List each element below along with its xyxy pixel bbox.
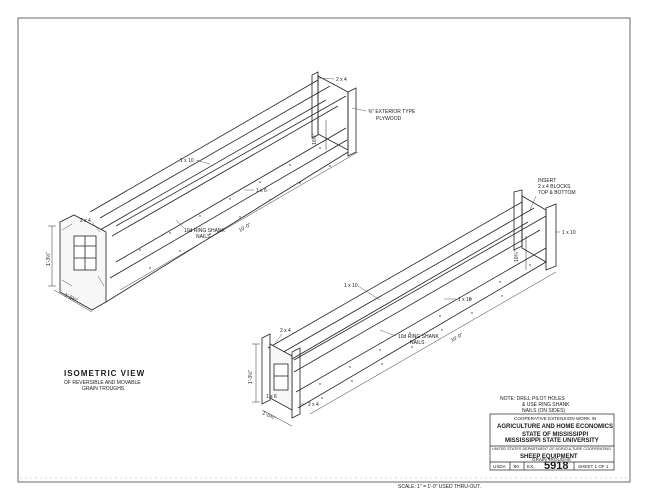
upper-label-nails-1: 10d RING SHANK	[184, 228, 226, 234]
tb-cell-usda: USDA	[493, 464, 507, 469]
upper-label-2x4-top: 2 x 4	[336, 77, 347, 83]
tb-line-2: AGRICULTURE AND HOME ECONOMICS	[497, 424, 613, 430]
upper-label-1x10: 1 x 10	[180, 158, 194, 164]
lower-label-1x6: 1 x 6	[266, 394, 277, 400]
lower-far-end-panel	[521, 195, 547, 263]
upper-label-nails-2: NAILS	[196, 234, 211, 240]
title-block	[489, 413, 615, 471]
lower-label-2x4-b: 2 x 4	[308, 402, 319, 408]
upper-trough	[59, 71, 357, 311]
tb-line-1: COOPERATIVE EXTENSION WORK IN	[514, 416, 596, 421]
upper-label-plywood-2: PLYWOOD	[376, 116, 402, 122]
lower-label-height-right: 10¾"	[514, 250, 520, 262]
sheet-border	[17, 17, 631, 483]
lower-label-insert-1: INSERT	[538, 178, 556, 184]
tb-line-6: SHEEP EQUIPMENT	[520, 454, 578, 460]
note-line-1: NOTE: DRILL PILOT HOLES	[500, 396, 565, 402]
lower-label-insert-3: TOP & BOTTOM	[538, 190, 576, 196]
lower-nail-dots	[319, 264, 531, 399]
upper-label-2x4-end: 2 x 4	[80, 218, 91, 224]
upper-label-height-right: 10½"	[311, 133, 318, 145]
lower-dimensions	[252, 271, 557, 427]
note-line-3: NAILS (ON SIDES)	[522, 408, 565, 414]
lower-label-nails-1: 10d RING SHANK	[398, 334, 440, 340]
upper-far-end-panel	[317, 75, 349, 151]
lower-trough	[261, 189, 557, 419]
lower-label-insert-2: 2 x 4 BLOCKS	[538, 184, 571, 190]
tb-line-4: MISSISSIPPI STATE UNIVERSITY	[505, 438, 599, 444]
view-subtitle-2: GRAIN TROUGHS	[82, 386, 125, 392]
tb-cell-year: '60	[513, 464, 519, 469]
tb-line-3: STATE OF MISSISSIPPI	[522, 432, 588, 438]
upper-label-width: 1'-0¾"	[63, 292, 79, 304]
upper-label-height-left: 1'-3½"	[45, 252, 52, 266]
note-line-2: & USE RING SHANK	[522, 402, 570, 408]
upper-nail-dots	[139, 147, 331, 269]
tb-cell-sheet: SHEET 1 OF 1	[578, 464, 609, 469]
lower-label-2x4: 2 x 4	[280, 328, 291, 334]
scale-note: SCALE: 1" = 1'-0" USED THRU-OUT.	[398, 484, 481, 490]
lower-near-end-post-left	[261, 333, 271, 405]
lower-label-1x10-b: 1 x 10	[458, 297, 472, 303]
upper-far-end-post-right	[347, 87, 357, 157]
lower-label-length: 10'-0"	[450, 332, 464, 344]
lower-label-height-left: 1'-3½"	[247, 370, 254, 384]
lower-near-end-slot	[273, 363, 289, 391]
upper-dimensions	[48, 151, 359, 313]
view-subtitle-1: OF REVERSIBLE AND MOVABLE	[64, 380, 141, 386]
lower-label-1x10: 1 x 10	[344, 283, 358, 289]
upper-far-end-post	[311, 71, 319, 139]
lower-label-width: 1'-0¾"	[261, 410, 277, 422]
lower-label-1x10-right: 1 x 10	[562, 230, 576, 236]
upper-label-length: 10'-0"	[238, 222, 252, 234]
upper-label-1x6: 1 x 6	[256, 188, 267, 194]
tb-cell-ex: EX.	[527, 464, 534, 469]
tb-line-5: UNITED STATES DEPARTMENT OF AGRICULTURE …	[492, 447, 611, 451]
tb-line-7: GRAIN TROUGHS	[532, 457, 571, 462]
lower-label-nails-2: NAILS	[410, 340, 425, 346]
tb-drawing-number: 5918	[544, 460, 568, 472]
view-title: ISOMETRIC VIEW	[64, 369, 145, 378]
lower-far-end-post-right	[545, 203, 557, 271]
upper-label-plywood-1: ⅜" EXTERIOR TYPE	[368, 109, 416, 115]
